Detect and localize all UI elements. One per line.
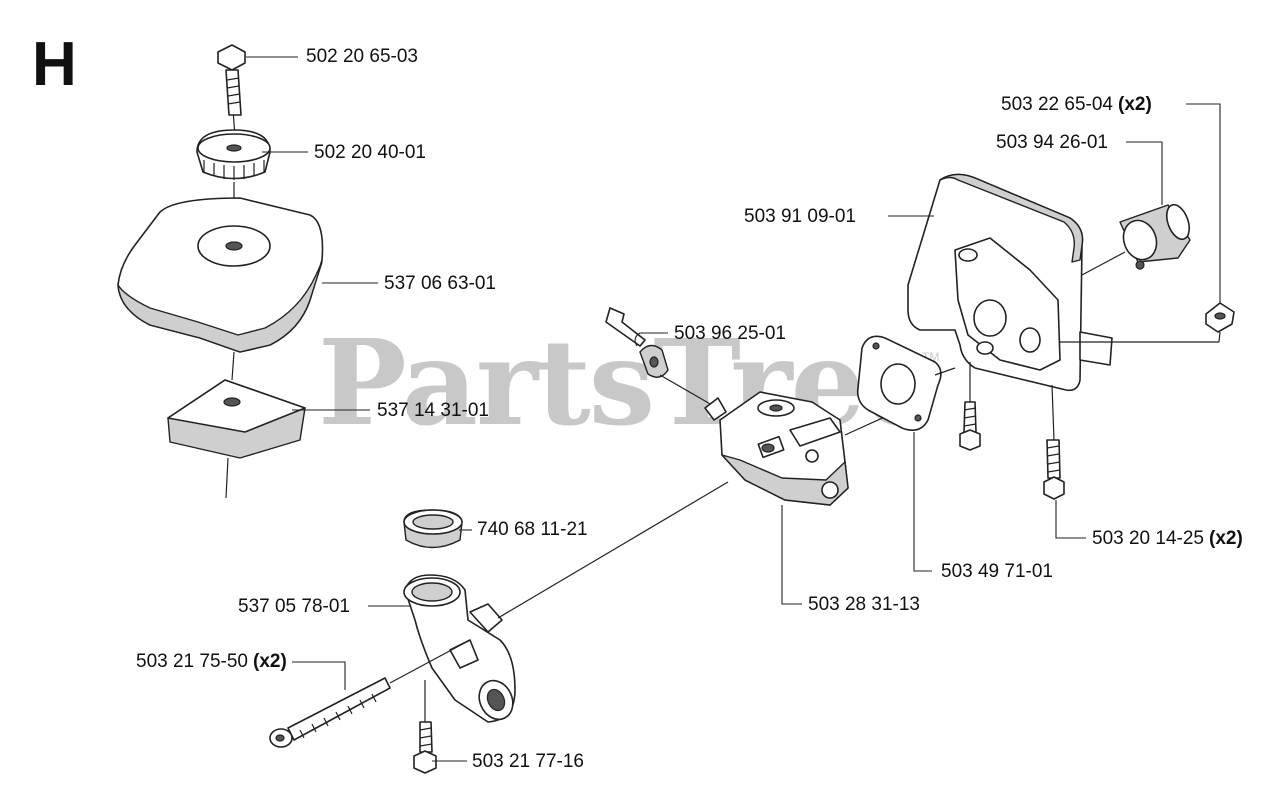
leader-lines (246, 56, 1221, 762)
part-label-carb-gasket[interactable]: 503 49 71-01 (941, 561, 1053, 582)
long-screw-part[interactable] (269, 677, 391, 748)
long-screw-quantity: (x2) (253, 651, 287, 672)
knob-part[interactable] (196, 129, 271, 205)
housing-part[interactable] (907, 173, 1126, 392)
part-label-nut[interactable]: 503 22 65-04(x2) (1001, 94, 1152, 116)
part-label-sleeve[interactable]: 503 94 26-01 (996, 132, 1108, 153)
part-label-air-filter[interactable]: 537 14 31-01 (377, 400, 489, 421)
carb-gasket-part[interactable] (856, 335, 956, 431)
part-label-long-screw[interactable]: 503 21 75-50(x2) (136, 651, 287, 673)
long-screw-part-number: 503 21 75-50 (136, 651, 248, 672)
intake-elbow-part[interactable] (403, 574, 519, 725)
housing-screw-part[interactable] (959, 362, 1065, 500)
part-label-bolt-top[interactable]: 502 20 65-03 (306, 46, 418, 67)
housing-screw-quantity: (x2) (1209, 528, 1243, 549)
choke-lever-part[interactable] (605, 307, 713, 406)
carburetor-part[interactable] (704, 391, 901, 506)
part-label-choke-lever[interactable]: 503 96 25-01 (674, 323, 786, 344)
nut-quantity: (x2) (1118, 94, 1152, 115)
housing-screw-part-number: 503 20 14-25 (1092, 528, 1204, 549)
bottom-screw-part[interactable] (413, 680, 437, 774)
part-label-intake-elbow[interactable]: 537 05 78-01 (238, 596, 350, 617)
part-label-housing-screw[interactable]: 503 20 14-25(x2) (1092, 528, 1243, 550)
part-label-gasket-ring[interactable]: 740 68 11-21 (477, 519, 588, 540)
part-label-knob[interactable]: 502 20 40-01 (314, 142, 426, 163)
part-label-bottom-screw[interactable]: 503 21 77-16 (472, 751, 584, 772)
section-letter: H (32, 30, 77, 99)
air-cover-part[interactable] (117, 197, 324, 381)
part-label-carburetor[interactable]: 503 28 31-13 (808, 594, 920, 615)
bolt-top-part[interactable] (217, 44, 246, 151)
nut-part-number: 503 22 65-04 (1001, 94, 1113, 115)
part-label-housing[interactable]: 503 91 09-01 (744, 206, 856, 227)
sleeve-part[interactable] (1118, 202, 1193, 270)
gasket-ring-part[interactable] (403, 509, 463, 549)
nut-part[interactable] (1060, 302, 1235, 343)
air-filter-part[interactable] (167, 379, 306, 499)
part-label-air-cover[interactable]: 537 06 63-01 (384, 273, 496, 294)
